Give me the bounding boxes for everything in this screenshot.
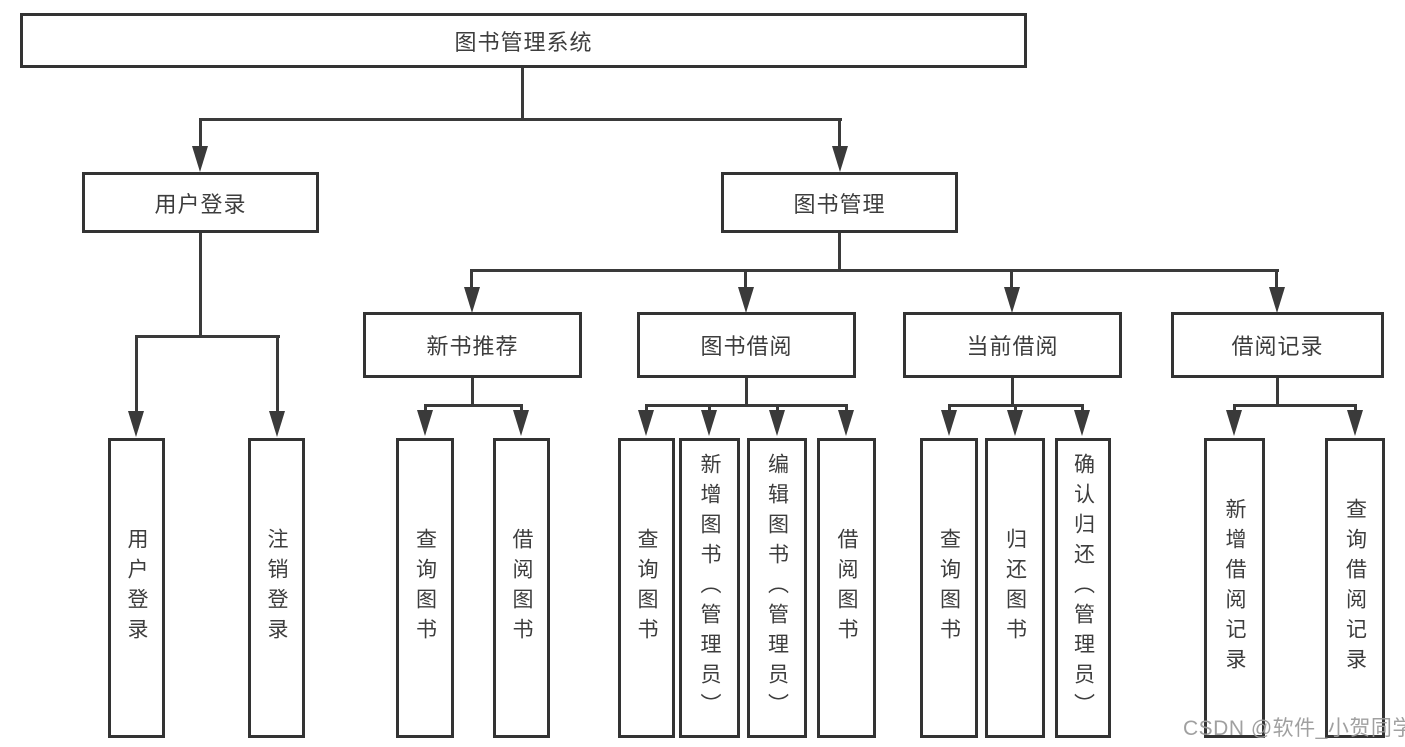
- node-borrowing-records-label: 借阅记录: [1231, 334, 1324, 359]
- leaf-confirm-return-admin-label: 确认归还（管理员）: [1071, 453, 1095, 723]
- leaf-borrow-books-recommend: 借阅图书: [493, 438, 550, 738]
- node-user-login: 用户登录: [82, 172, 319, 233]
- leaf-query-borrow-record: 查询借阅记录: [1325, 438, 1385, 738]
- connector-root-branch: [199, 118, 842, 121]
- leaf-add-book-admin-label: 新增图书（管理员）: [698, 453, 721, 723]
- arrowhead-down: [838, 410, 854, 436]
- leaf-query-books-borrowing: 查询图书: [618, 438, 675, 738]
- leaf-logout-label: 注销登录: [265, 528, 288, 648]
- leaf-add-borrow-record: 新增借阅记录: [1204, 438, 1265, 738]
- connector-current-stem: [1011, 378, 1014, 406]
- leaf-user-login-label: 用户登录: [125, 528, 148, 648]
- csdn-watermark: CSDN @软件_小贺同学: [1183, 717, 1405, 740]
- connector-borrowing-stem: [745, 378, 748, 406]
- connector-line: [1014, 404, 1017, 412]
- connector-line: [199, 118, 202, 148]
- connector-line: [1010, 269, 1013, 289]
- arrowhead-down: [513, 410, 529, 436]
- node-borrowing-records: 借阅记录: [1171, 312, 1384, 378]
- connector-line: [708, 404, 711, 412]
- node-user-login-label: 用户登录: [154, 191, 247, 217]
- connector-borrowing-branch: [645, 404, 847, 407]
- connector-line: [424, 404, 427, 412]
- node-new-book-recommend-label: 新书推荐: [426, 334, 519, 359]
- connector-line: [845, 404, 848, 412]
- connector-line: [1081, 404, 1084, 412]
- leaf-borrow-books-recommend-label: 借阅图书: [510, 528, 533, 648]
- connector-records-stem: [1276, 378, 1279, 406]
- node-current-borrowing: 当前借阅: [903, 312, 1122, 378]
- connector-line: [1354, 404, 1357, 412]
- arrowhead-down: [1004, 287, 1020, 313]
- arrowhead-down: [464, 287, 480, 313]
- leaf-query-books-current: 查询图书: [920, 438, 978, 738]
- leaf-return-book-label: 归还图书: [1003, 528, 1027, 648]
- node-book-borrowing-label: 图书借阅: [700, 334, 793, 359]
- node-book-borrowing: 图书借阅: [637, 312, 856, 378]
- node-new-book-recommend: 新书推荐: [363, 312, 582, 378]
- node-book-management: 图书管理: [721, 172, 958, 233]
- connector-line: [838, 118, 841, 148]
- leaf-query-books-current-label: 查询图书: [937, 528, 961, 648]
- connector-line: [645, 404, 648, 412]
- node-book-management-label: 图书管理: [793, 191, 886, 217]
- leaf-borrow-books-borrowing: 借阅图书: [817, 438, 876, 738]
- connector-line: [744, 269, 747, 289]
- connector-root-stem: [521, 68, 524, 120]
- connector-line: [1233, 404, 1236, 412]
- leaf-add-book-admin: 新增图书（管理员）: [679, 438, 740, 738]
- connector-line: [520, 404, 523, 412]
- arrowhead-down: [769, 410, 785, 436]
- leaf-query-books-recommend: 查询图书: [396, 438, 454, 738]
- arrowhead-down: [1226, 410, 1242, 436]
- connector-line: [135, 335, 138, 412]
- leaf-query-books-borrowing-label: 查询图书: [635, 528, 658, 648]
- connector-book-management-branch: [471, 269, 1279, 272]
- connector-user-login-stem: [199, 233, 202, 337]
- arrowhead-down: [738, 287, 754, 313]
- leaf-confirm-return-admin: 确认归还（管理员）: [1055, 438, 1111, 738]
- connector-line: [948, 404, 951, 412]
- connector-book-management-stem: [838, 233, 841, 271]
- arrowhead-down: [701, 410, 717, 436]
- node-library-system-label: 图书管理系统: [454, 29, 593, 55]
- arrowhead-down: [638, 410, 654, 436]
- node-library-system: 图书管理系统: [20, 13, 1027, 68]
- connector-line: [776, 404, 779, 412]
- arrowhead-down: [1347, 410, 1363, 436]
- leaf-borrow-books-borrowing-label: 借阅图书: [835, 528, 858, 648]
- leaf-query-books-recommend-label: 查询图书: [413, 528, 437, 648]
- leaf-edit-book-admin: 编辑图书（管理员）: [747, 438, 807, 738]
- arrowhead-down: [128, 411, 144, 437]
- connector-user-login-branch: [135, 335, 280, 338]
- connector-recommend-branch: [424, 404, 523, 407]
- arrowhead-down: [1007, 410, 1023, 436]
- arrowhead-down: [1269, 287, 1285, 313]
- connector-recommend-stem: [471, 378, 474, 406]
- arrowhead-down: [941, 410, 957, 436]
- leaf-query-borrow-record-label: 查询借阅记录: [1343, 498, 1367, 678]
- arrowhead-down: [1074, 410, 1090, 436]
- arrowhead-down: [269, 411, 285, 437]
- node-current-borrowing-label: 当前借阅: [966, 334, 1059, 359]
- connector-records-branch: [1233, 404, 1356, 407]
- connector-line: [470, 269, 473, 289]
- arrowhead-down: [832, 146, 848, 172]
- leaf-edit-book-admin-label: 编辑图书（管理员）: [765, 453, 789, 723]
- leaf-user-login: 用户登录: [108, 438, 165, 738]
- arrowhead-down: [192, 146, 208, 172]
- leaf-return-book: 归还图书: [985, 438, 1045, 738]
- connector-line: [1275, 269, 1278, 289]
- connector-line: [276, 335, 279, 412]
- arrowhead-down: [417, 410, 433, 436]
- leaf-add-borrow-record-label: 新增借阅记录: [1223, 498, 1246, 678]
- leaf-logout: 注销登录: [248, 438, 305, 738]
